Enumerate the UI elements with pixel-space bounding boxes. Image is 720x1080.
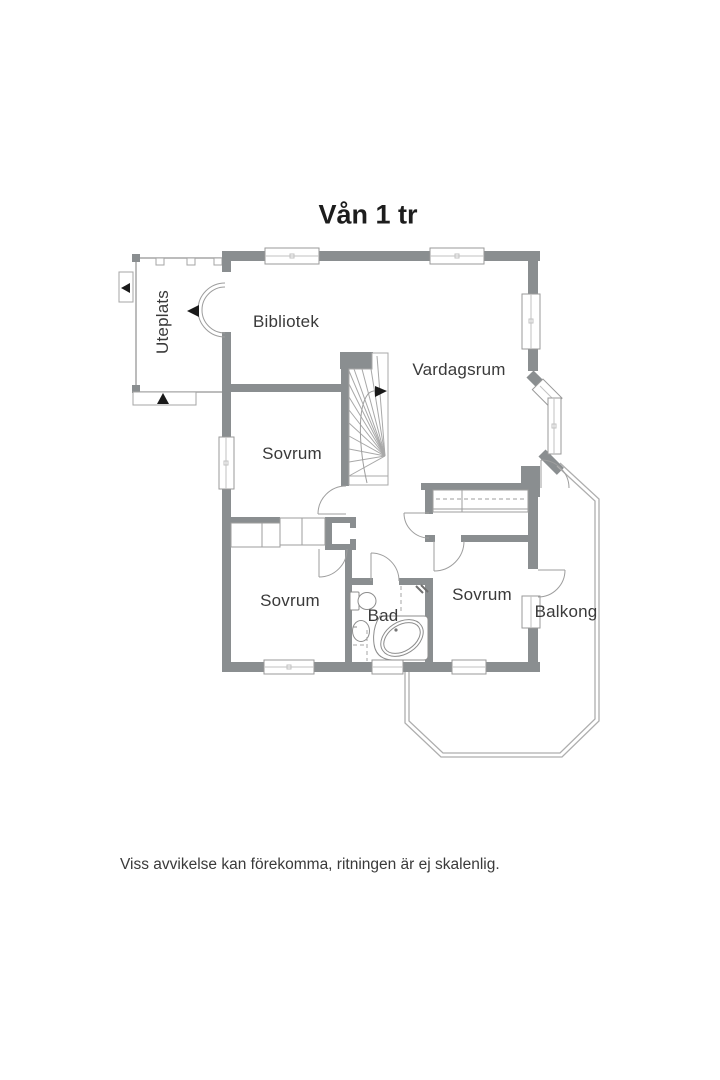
bathtub bbox=[373, 615, 429, 661]
shaft-left bbox=[325, 517, 332, 550]
page-title: Vån 1 tr bbox=[318, 199, 418, 230]
arrow-patio-step bbox=[157, 393, 169, 404]
door-balkong-bedroom bbox=[537, 569, 566, 598]
ceiling-height-dashed-lines bbox=[353, 586, 402, 661]
door-swings bbox=[197, 282, 570, 598]
wall-bad-right bbox=[425, 578, 433, 666]
room-label-vardagsrum: Vardagsrum bbox=[412, 360, 506, 379]
window-bedroom-right bbox=[521, 595, 541, 629]
room-label-sovrum-bottom-left: Sovrum bbox=[260, 591, 320, 610]
window-top-right bbox=[429, 247, 485, 265]
wall-hall-left bbox=[345, 550, 352, 666]
arrow-patio-gate bbox=[121, 283, 130, 293]
shaft-right-b bbox=[350, 539, 356, 550]
closet-bottom-left-room bbox=[230, 522, 281, 548]
door-sovrum-bottom-left bbox=[318, 548, 348, 578]
door-bad bbox=[370, 552, 400, 582]
windows bbox=[218, 247, 563, 675]
vent-hatch bbox=[415, 584, 429, 594]
door-sovrum-mid bbox=[317, 485, 347, 515]
balcony-railing bbox=[404, 462, 600, 758]
room-label-sovrum-bottom-right: Sovrum bbox=[452, 585, 512, 604]
bathroom-fixtures bbox=[349, 584, 429, 661]
window-top-left bbox=[264, 247, 320, 265]
wall-bad-top-a bbox=[345, 578, 373, 585]
shaft-bottom bbox=[325, 544, 356, 550]
window-bottom-left bbox=[263, 659, 315, 675]
arrow-uteplats-door bbox=[187, 305, 199, 317]
disclaimer-text: Viss avvikelse kan förekomma, ritningen … bbox=[120, 856, 500, 873]
room-label-uteplats: Uteplats bbox=[153, 290, 172, 354]
shaft-right-a bbox=[350, 517, 356, 528]
staircase bbox=[348, 352, 389, 486]
shaft-top bbox=[325, 517, 356, 523]
wall-bibliotek-sovrum bbox=[222, 384, 348, 392]
arrow-stair-up bbox=[375, 386, 387, 397]
wall-closet-stub bbox=[425, 490, 433, 514]
wall-bedroom-top-b bbox=[461, 535, 528, 542]
room-label-sovrum-mid: Sovrum bbox=[262, 444, 322, 463]
window-bay-vertical bbox=[547, 397, 562, 455]
door-sovrum-bottom-right bbox=[433, 540, 465, 572]
toilet bbox=[349, 591, 377, 611]
door-closet-corridor bbox=[403, 512, 430, 539]
window-right-upper bbox=[521, 293, 541, 350]
sink bbox=[352, 620, 370, 642]
wall-bedroom-top-a bbox=[425, 535, 435, 542]
closets bbox=[230, 489, 529, 548]
wall-bad-top-b bbox=[399, 578, 433, 585]
room-label-bad: Bad bbox=[367, 606, 399, 625]
direction-arrows bbox=[121, 283, 387, 404]
door-balkong-vardagsrum bbox=[540, 459, 570, 489]
room-label-bibliotek: Bibliotek bbox=[252, 312, 320, 331]
wall-closet-top bbox=[421, 483, 528, 490]
wall-top bbox=[222, 251, 540, 261]
window-bottom-bad bbox=[371, 659, 404, 675]
wall-stair-top bbox=[340, 352, 373, 369]
room-label-balkong: Balkong bbox=[534, 602, 598, 621]
window-bottom-right bbox=[451, 659, 487, 675]
closet-corridor bbox=[432, 489, 529, 513]
wall-mid-left bbox=[222, 517, 280, 524]
wall-stair-left bbox=[341, 369, 349, 486]
window-left bbox=[218, 436, 235, 490]
